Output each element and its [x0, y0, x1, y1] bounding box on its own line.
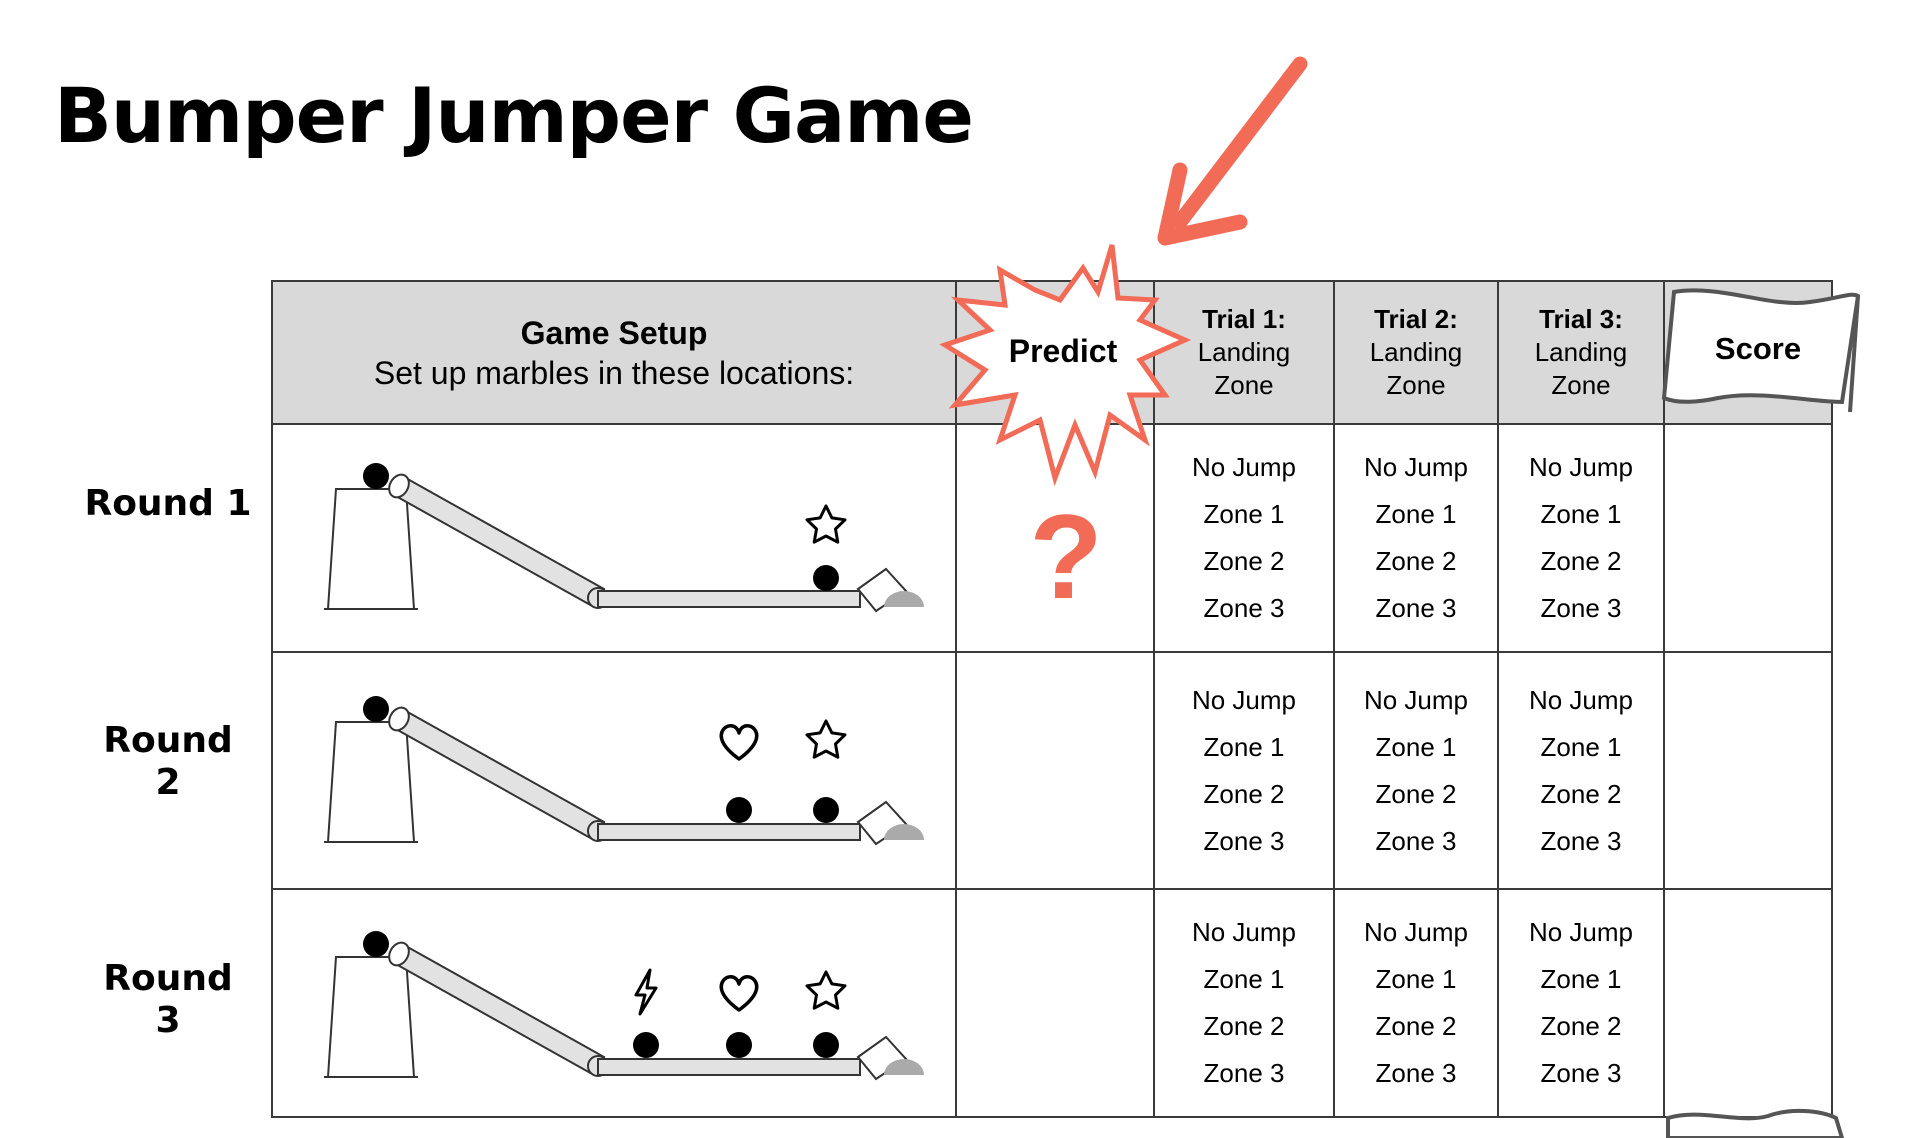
zone-option[interactable]: Zone 3 [1203, 825, 1285, 856]
round-label-3: Round 3 [103, 958, 233, 1041]
zone-option[interactable]: Zone 2 [1540, 778, 1622, 809]
zone-option[interactable]: Zone 1 [1375, 499, 1457, 529]
round-label-2: Round 2 [103, 720, 233, 803]
page-title: Bumper Jumper Game [54, 71, 974, 160]
trial-3-cell-round-1: No Jump Zone 1 Zone 2 Zone 3 [1497, 423, 1665, 653]
zone-option[interactable]: No Jump [1363, 917, 1469, 947]
zone-option[interactable]: Zone 3 [1375, 1058, 1457, 1088]
table-header-row: Game Setup Set up marbles in these locat… [271, 280, 1833, 425]
header-game-setup: Game Setup Set up marbles in these locat… [271, 280, 957, 425]
predict-cell-round-2[interactable] [955, 651, 1155, 890]
header-trial-1: Trial 1: Landing Zone [1153, 280, 1335, 425]
table-row: No Jump Zone 1 Zone 2 Zone 3 No Jump Zon… [271, 423, 1833, 653]
predict-cell-round-3[interactable] [955, 888, 1155, 1118]
zone-option[interactable]: Zone 1 [1540, 499, 1622, 529]
zone-option[interactable]: No Jump [1528, 452, 1634, 482]
zone-option[interactable]: No Jump [1363, 684, 1469, 715]
header-predict-cell [955, 280, 1155, 425]
zone-option[interactable]: Zone 2 [1203, 546, 1285, 576]
zone-option[interactable]: Zone 3 [1540, 593, 1622, 623]
setup-cell-round-2 [271, 651, 957, 890]
zone-option[interactable]: Zone 3 [1203, 593, 1285, 623]
zone-option[interactable]: Zone 1 [1375, 964, 1457, 994]
round-label-1: Round 1 [84, 483, 252, 524]
setup-cell-round-3 [271, 888, 957, 1118]
header-trial-3: Trial 3: Landing Zone [1497, 280, 1665, 425]
zone-option[interactable]: Zone 1 [1203, 964, 1285, 994]
zone-option[interactable]: Zone 1 [1540, 731, 1622, 762]
zone-option[interactable]: Zone 2 [1375, 1011, 1457, 1041]
zone-option[interactable]: No Jump [1191, 452, 1297, 482]
game-table: Game Setup Set up marbles in these locat… [271, 280, 1833, 1118]
trial-3-cell-round-3: No Jump Zone 1 Zone 2 Zone 3 [1497, 888, 1665, 1118]
table-row: No Jump Zone 1 Zone 2 Zone 3 No Jump Zon… [271, 888, 1833, 1118]
trial-2-cell-round-3: No Jump Zone 1 Zone 2 Zone 3 [1333, 888, 1499, 1118]
arrow-icon [1157, 56, 1308, 246]
trial-1-cell-round-3: No Jump Zone 1 Zone 2 Zone 3 [1153, 888, 1335, 1118]
header-score-cell [1663, 280, 1833, 425]
table-row: No Jump Zone 1 Zone 2 Zone 3 No Jump Zon… [271, 651, 1833, 890]
zone-option[interactable]: Zone 1 [1540, 964, 1622, 994]
zone-option[interactable]: Zone 2 [1540, 546, 1622, 576]
trial-1-cell-round-2: No Jump Zone 1 Zone 2 Zone 3 [1153, 651, 1335, 890]
trial-1-cell-round-1: No Jump Zone 1 Zone 2 Zone 3 [1153, 423, 1335, 653]
header-trial-2: Trial 2: Landing Zone [1333, 280, 1499, 425]
zone-option[interactable]: Zone 3 [1540, 825, 1622, 856]
zone-option[interactable]: Zone 3 [1540, 1058, 1622, 1088]
trial-3-cell-round-2: No Jump Zone 1 Zone 2 Zone 3 [1497, 651, 1665, 890]
zone-option[interactable]: Zone 2 [1203, 1011, 1285, 1041]
score-cell-round-3[interactable] [1663, 888, 1833, 1118]
trial-2-cell-round-1: No Jump Zone 1 Zone 2 Zone 3 [1333, 423, 1499, 653]
score-cell-round-2[interactable] [1663, 651, 1833, 890]
zone-option[interactable]: No Jump [1191, 917, 1297, 947]
zone-option[interactable]: Zone 2 [1375, 546, 1457, 576]
zone-option[interactable]: No Jump [1528, 684, 1634, 715]
zone-option[interactable]: Zone 3 [1203, 1058, 1285, 1088]
zone-option[interactable]: Zone 1 [1203, 499, 1285, 529]
score-cell-round-1[interactable] [1663, 423, 1833, 653]
trial-2-cell-round-2: No Jump Zone 1 Zone 2 Zone 3 [1333, 651, 1499, 890]
zone-option[interactable]: Zone 1 [1203, 731, 1285, 762]
predict-cell-round-1[interactable] [955, 423, 1155, 653]
zone-option[interactable]: Zone 3 [1375, 825, 1457, 856]
zone-option[interactable]: Zone 3 [1375, 593, 1457, 623]
setup-cell-round-1 [271, 423, 957, 653]
zone-option[interactable]: No Jump [1191, 684, 1297, 715]
zone-option[interactable]: Zone 1 [1375, 731, 1457, 762]
zone-option[interactable]: Zone 2 [1375, 778, 1457, 809]
zone-option[interactable]: No Jump [1528, 917, 1634, 947]
zone-option[interactable]: Zone 2 [1540, 1011, 1622, 1041]
zone-option[interactable]: No Jump [1363, 452, 1469, 482]
zone-option[interactable]: Zone 2 [1203, 778, 1285, 809]
